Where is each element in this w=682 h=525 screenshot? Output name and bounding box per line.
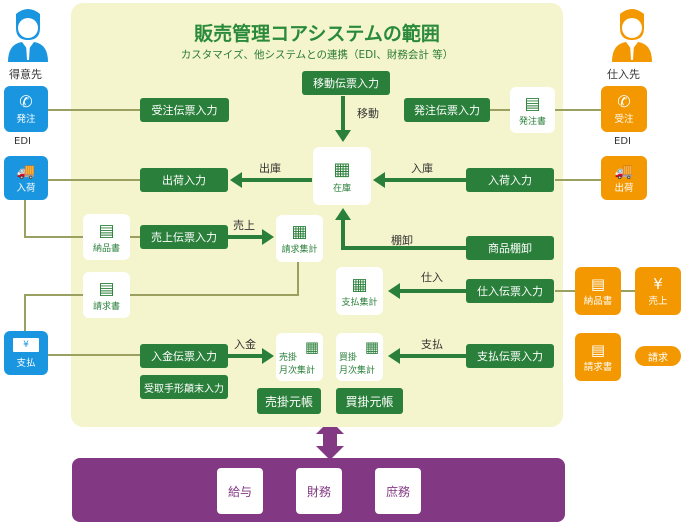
purchase-order-entry-button[interactable]: 発注伝票入力: [404, 98, 490, 122]
supplier-invoice-label: 請求書: [583, 362, 613, 373]
inventory-box[interactable]: ▦ 在庫: [313, 147, 371, 205]
billing-summary-label: 請求集計: [281, 245, 318, 255]
boxes-icon: ▦: [333, 158, 351, 180]
arrow-label-purchase: 仕入: [421, 271, 443, 284]
invoice-label: 請求書: [92, 301, 120, 312]
purchase-entry-button[interactable]: 仕入伝票入力: [466, 279, 554, 303]
customer-label: 得意先: [9, 68, 42, 81]
ar-monthly-label-1: 売掛: [279, 353, 298, 363]
supplier-order-label: 受注: [614, 114, 634, 125]
customer-receive-label: 入荷: [16, 183, 36, 194]
supplier-person-icon: [610, 6, 654, 62]
purchase-order-doc-box[interactable]: ▤ 発注書: [510, 87, 555, 133]
customer-order-label: 発注: [16, 114, 36, 125]
supplier-label: 仕入先: [607, 68, 640, 81]
phone-chat-icon: ✆: [617, 92, 631, 111]
customer-order-box[interactable]: ✆ 発注: [4, 86, 48, 132]
supplier-sales-label: 売上: [648, 296, 668, 307]
supplier-order-box[interactable]: ✆ 受注: [601, 86, 647, 132]
deposit-entry-button[interactable]: 入金伝票入力: [140, 344, 228, 368]
delivery-note-box[interactable]: ▤ 納品書: [83, 214, 130, 260]
yen-bill-icon: ¥: [13, 337, 39, 352]
ap-monthly-label-2: 月次集計: [339, 366, 376, 376]
arrow-label-payment: 支払: [421, 338, 443, 351]
core-title: 販売管理コアシステムの範囲: [194, 23, 440, 45]
customer-edi-label: EDI: [14, 136, 31, 147]
purchase-order-doc-label: 発注書: [518, 116, 546, 127]
arrow-label-ship-out: 出庫: [259, 162, 281, 175]
shipping-entry-button[interactable]: 出荷入力: [140, 168, 228, 192]
customer-payment-box[interactable]: ¥ 支払: [4, 331, 48, 375]
receiving-entry-button[interactable]: 入荷入力: [466, 168, 554, 192]
inventory-label: 在庫: [332, 183, 351, 194]
ap-monthly-box[interactable]: ▦ 買掛 月次集計: [336, 333, 383, 381]
customer-receive-box[interactable]: 🚚 入荷: [4, 156, 48, 200]
arrow-label-stocktake: 棚卸: [391, 234, 413, 247]
truck-icon: 🚚: [16, 162, 36, 180]
supplier-delivery-note-label: 納品書: [583, 296, 613, 307]
line-customer-delivery: [24, 198, 83, 238]
payment-entry-button[interactable]: 支払伝票入力: [466, 344, 554, 368]
ap-monthly-label-1: 買掛: [339, 353, 358, 363]
calculator-icon: ▦: [304, 338, 319, 356]
supplier-sales-box[interactable]: ¥ 売上: [635, 267, 681, 315]
document-icon: ▤: [98, 220, 115, 241]
external-item-general-affairs[interactable]: 庶務: [375, 468, 421, 514]
supplier-edi-label: EDI: [614, 136, 631, 147]
supplier-ship-box[interactable]: 🚚 出荷: [601, 156, 647, 200]
arrow-label-sales: 売上: [233, 219, 255, 232]
arrow-label-deposit: 入金: [234, 338, 256, 351]
ar-monthly-box[interactable]: ▦ 売掛 月次集計: [276, 333, 323, 381]
invoice-box[interactable]: ▤ 請求書: [83, 272, 130, 318]
phone-chat-icon: ✆: [19, 92, 33, 111]
calculator-icon: ▦: [364, 338, 379, 356]
line-customer-invoice: [24, 294, 83, 333]
ar-monthly-label-2: 月次集計: [279, 366, 316, 376]
truck-icon: 🚚: [614, 162, 634, 180]
document-icon: ▤: [590, 341, 606, 359]
sales-entry-button[interactable]: 売上伝票入力: [140, 225, 228, 249]
payment-summary-box[interactable]: ▦ 支払集計: [336, 267, 383, 315]
sync-double-arrow: [316, 420, 344, 460]
payment-summary-label: 支払集計: [341, 297, 378, 308]
calculator-icon: ▦: [351, 274, 368, 295]
external-item-payroll[interactable]: 給与: [217, 468, 263, 514]
customer-payment-label: 支払: [16, 357, 36, 369]
supplier-delivery-note-box[interactable]: ▤ 納品書: [575, 267, 621, 315]
arrow-label-stock-in: 入庫: [411, 162, 433, 175]
order-entry-button[interactable]: 受注伝票入力: [140, 98, 229, 122]
external-systems-area: 給与 財務 庶務: [72, 458, 565, 522]
stocktake-entry-button[interactable]: 商品棚卸: [466, 236, 554, 260]
supplier-invoice-box[interactable]: ▤ 請求書: [575, 333, 621, 381]
arrow-label-transfer: 移動: [357, 107, 379, 120]
document-icon: ▤: [590, 275, 606, 293]
customer-person-icon: [6, 6, 50, 62]
document-icon: ▤: [524, 93, 541, 114]
delivery-note-label: 納品書: [92, 243, 120, 254]
ar-ledger-button[interactable]: 売掛元帳: [257, 388, 321, 414]
ap-ledger-button[interactable]: 買掛元帳: [336, 388, 403, 414]
transfer-entry-button[interactable]: 移動伝票入力: [302, 71, 390, 95]
calculator-icon: ▦: [291, 222, 308, 242]
supplier-billing-label: 請求: [648, 352, 668, 364]
document-icon: ▤: [98, 278, 115, 299]
core-subtitle: カスタマイズ、他システムとの連携（EDI、財務会計 等）: [180, 49, 454, 61]
bill-receivable-entry-button[interactable]: 受取手形顛末入力: [140, 375, 228, 399]
billing-summary-box[interactable]: ▦ 請求集計: [276, 215, 323, 262]
yen-register-icon: ¥: [653, 275, 663, 293]
supplier-ship-label: 出荷: [614, 183, 634, 194]
external-item-finance[interactable]: 財務: [296, 468, 342, 514]
supplier-billing-pill[interactable]: 請求: [635, 346, 681, 366]
